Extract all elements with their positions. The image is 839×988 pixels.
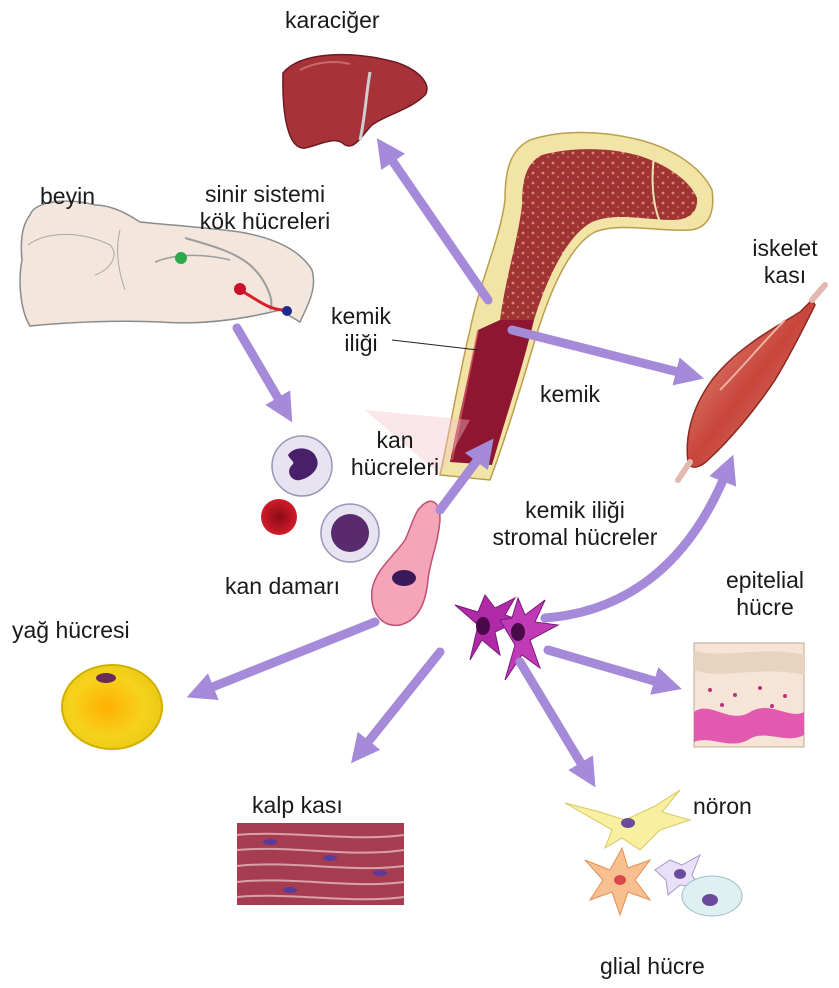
label-blood-vessel: kan damarı	[225, 573, 340, 600]
label-epithelial-cell: epitelial hücre	[700, 567, 830, 621]
stromal-cells-illustration	[455, 595, 558, 680]
label-epithelial-cell-line2: hücre	[700, 594, 830, 621]
label-stromal-cells: kemik iliği stromal hücreler	[480, 497, 670, 551]
label-bone-marrow: kemik iliği	[326, 303, 396, 357]
label-neuron: nöron	[693, 793, 752, 820]
label-skeletal-muscle-line1: iskelet	[740, 235, 830, 262]
fat-cell-illustration	[62, 665, 162, 749]
label-blood-cells-line2: hücreleri	[335, 454, 455, 481]
label-stromal-cells-line2: stromal hücreler	[480, 524, 670, 551]
arrow-to-heart-muscle	[360, 652, 440, 752]
arrow-to-blood-cells	[237, 328, 285, 410]
arrow-to-epithelial	[548, 650, 668, 685]
arrow-to-skeletal-muscle	[512, 330, 690, 375]
heart-muscle-illustration	[237, 823, 404, 905]
label-epithelial-cell-line1: epitelial	[700, 567, 830, 594]
arrow-to-fat-cell	[200, 622, 375, 692]
label-neural-stem-cells-line2: kök hücreleri	[190, 208, 340, 235]
liver-illustration	[283, 55, 427, 148]
label-fat-cell: yağ hücresi	[12, 617, 130, 644]
label-bone-marrow-line2: iliği	[326, 330, 396, 357]
label-blood-cells-line1: kan	[335, 427, 455, 454]
label-neural-stem-cells: sinir sistemi kök hücreleri	[190, 181, 340, 235]
label-liver: karaciğer	[285, 7, 380, 34]
label-bone: kemik	[540, 381, 600, 408]
arrow-to-neuron	[520, 662, 588, 775]
label-stromal-cells-line1: kemik iliği	[480, 497, 670, 524]
label-glial-cell: glial hücre	[600, 953, 705, 980]
epithelial-tissue-illustration	[694, 643, 804, 747]
label-skeletal-muscle-line2: kası	[740, 262, 830, 289]
label-brain: beyin	[40, 183, 95, 210]
label-blood-cells: kan hücreleri	[335, 427, 455, 481]
label-bone-marrow-line1: kemik	[326, 303, 396, 330]
skeletal-muscle-illustration	[678, 285, 825, 480]
blood-vessel-illustration	[372, 501, 440, 625]
leader-line	[392, 340, 478, 350]
label-heart-muscle: kalp kası	[252, 792, 343, 819]
label-skeletal-muscle: iskelet kası	[740, 235, 830, 289]
label-neural-stem-cells-line1: sinir sistemi	[190, 181, 340, 208]
arrow-to-liver	[385, 150, 488, 300]
